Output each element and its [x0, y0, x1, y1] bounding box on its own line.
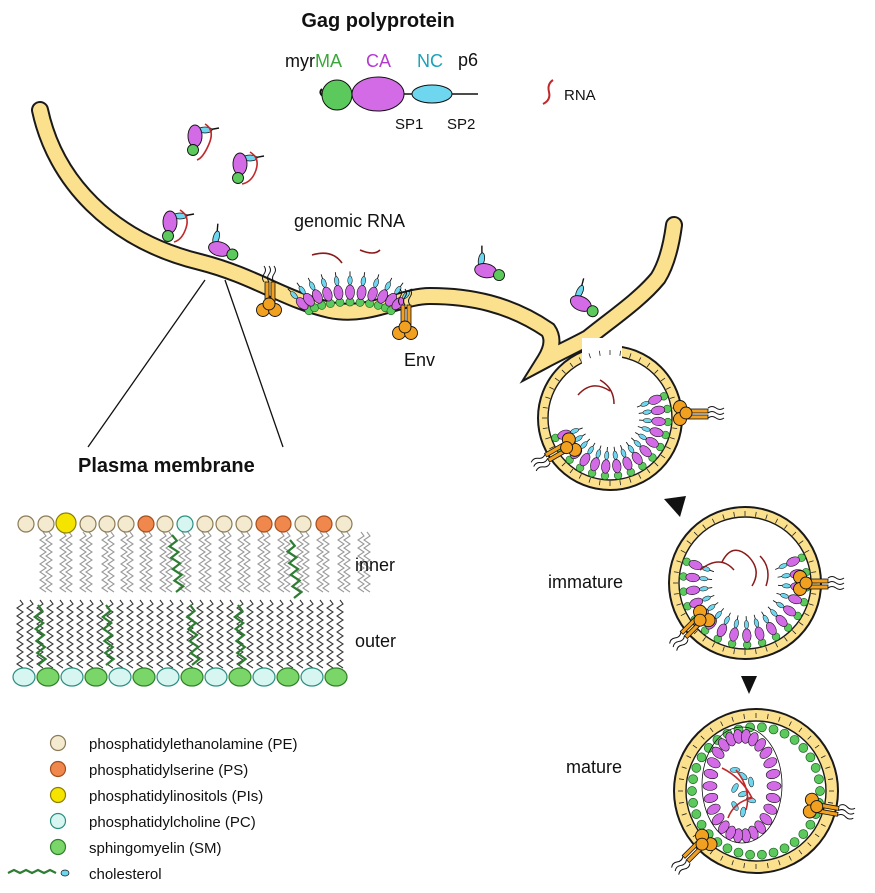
lipid-swatch-icon — [49, 734, 67, 752]
nc-domain — [411, 84, 453, 104]
mature-label: mature — [566, 757, 622, 777]
legend-label: phosphatidylinositols (PIs) — [89, 788, 263, 805]
zoom-line-right — [224, 279, 284, 448]
legend-item: phosphatidylinositols (PIs) — [49, 786, 263, 805]
diagram-title: Gag polyprotein — [301, 10, 454, 32]
legend-label: phosphatidylethanolamine (PE) — [89, 736, 297, 753]
lipid-swatch-icon — [49, 838, 67, 856]
genomic-rna-label: genomic RNA — [294, 211, 405, 231]
mature-capsid-core — [702, 729, 782, 843]
lipid-swatch-icon — [49, 786, 67, 804]
ma-label: MA — [315, 51, 342, 71]
legend-item: phosphatidylethanolamine (PE) — [49, 734, 297, 753]
zoom-line-left — [87, 279, 206, 448]
outer-leaflet-label: outer — [355, 631, 396, 651]
ma-domain — [321, 79, 353, 111]
ca-domain — [351, 76, 405, 112]
sp2-label: SP2 — [447, 116, 475, 133]
legend-label: phosphatidylserine (PS) — [89, 762, 248, 779]
sp1-label: SP1 — [395, 116, 423, 133]
inner-leaflet-label: inner — [355, 555, 395, 575]
myr-label: myrMA — [285, 51, 342, 71]
p6-label: p6 — [458, 50, 478, 70]
ca-label: CA — [366, 51, 391, 71]
immature-label: immature — [548, 572, 623, 592]
free-gag-molecules — [161, 123, 610, 320]
legend-item: phosphatidylserine (PS) — [49, 760, 248, 779]
rna-key: RNA — [542, 79, 596, 105]
mature-virion — [673, 708, 839, 874]
env-label: Env — [404, 350, 435, 370]
lipid-bilayer — [12, 512, 371, 687]
plasma-membrane-fill — [33, 103, 681, 379]
legend-item: sphingomyelin (SM) — [49, 838, 222, 857]
nc-label: NC — [417, 51, 443, 71]
legend-item: phosphatidylcholine (PC) — [49, 812, 256, 831]
lipid-legend: phosphatidylethanolamine (PE) phosphatidy… — [7, 734, 297, 883]
cholesterol-icon — [7, 868, 57, 875]
gag-assemblies — [287, 249, 834, 869]
legend-label: sphingomyelin (SM) — [89, 840, 222, 857]
rna-key-label: RNA — [564, 87, 596, 104]
legend-label: cholesterol — [89, 866, 162, 883]
lipid-swatch-icon — [49, 760, 67, 778]
legend-label: phosphatidylcholine (PC) — [89, 814, 256, 831]
arrow-to-immature — [664, 496, 686, 517]
plasma-membrane-label: Plasma membrane — [78, 455, 255, 477]
arrow-to-mature — [741, 676, 757, 694]
gag-polyprotein-schematic: myrMA CA NC p6 SP1 SP2 — [285, 50, 478, 133]
lipid-swatch-icon — [49, 812, 67, 830]
legend-item: cholesterol — [7, 866, 162, 883]
